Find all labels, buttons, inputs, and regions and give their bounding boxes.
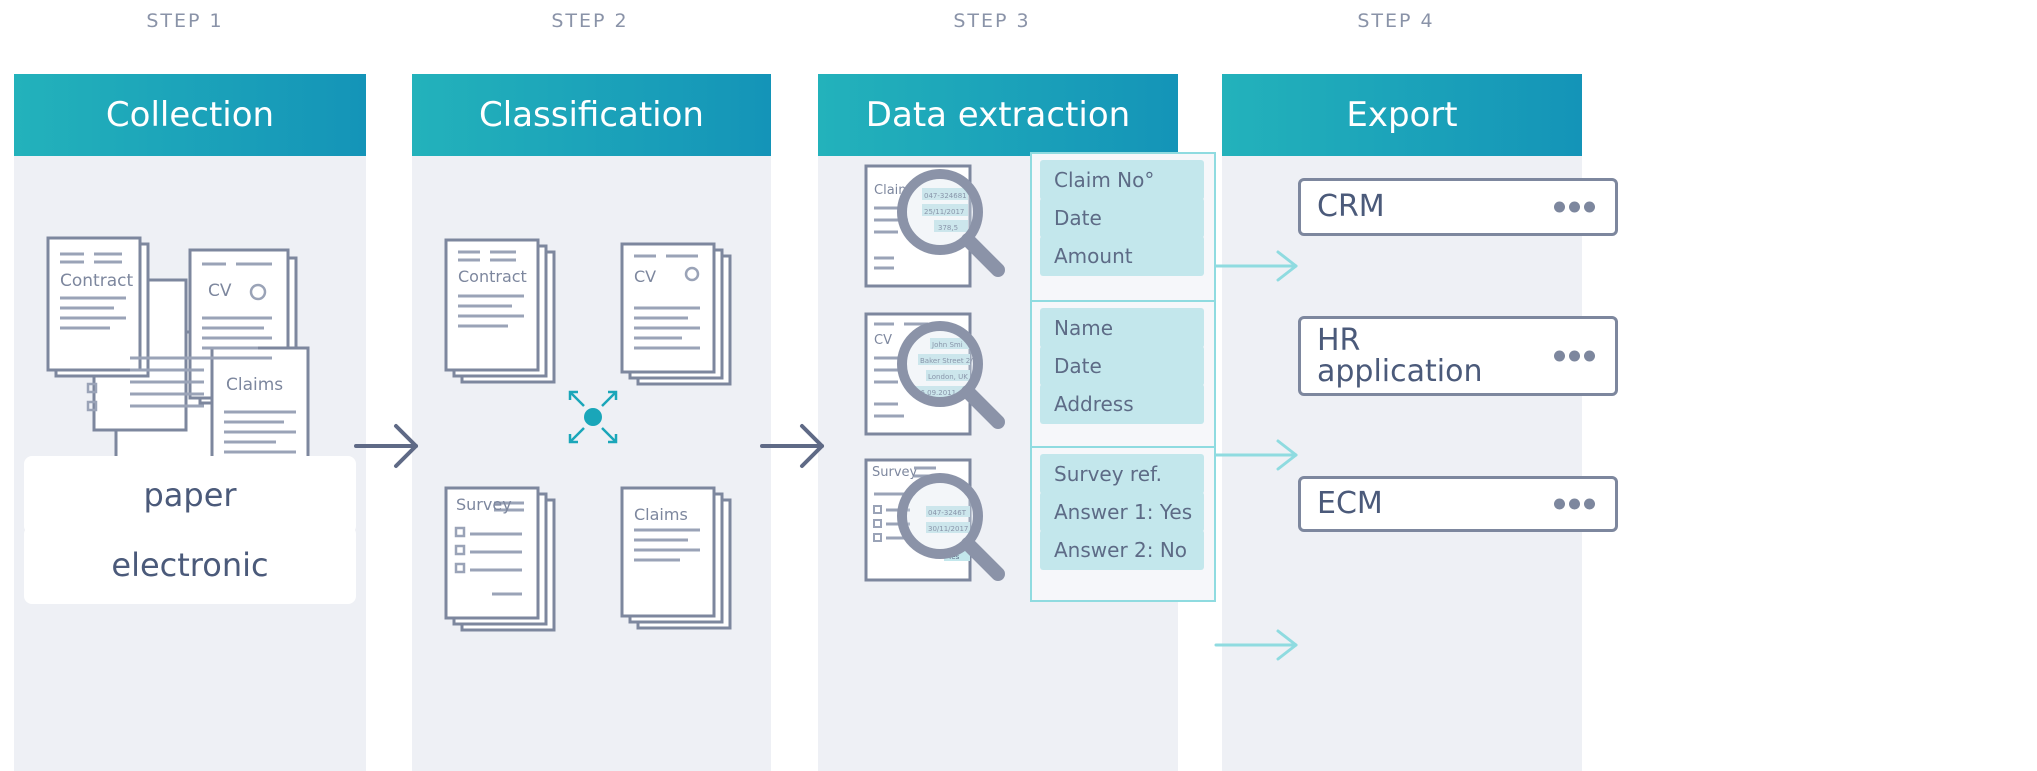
classify-arrows-icon	[568, 390, 618, 444]
export-header: Export	[1222, 74, 1582, 156]
classify-center-dot	[584, 408, 602, 426]
svg-text:378,5: 378,5	[938, 224, 958, 232]
export-crm-label: CRM	[1317, 189, 1385, 225]
svg-text:London, UK: London, UK	[928, 373, 968, 381]
classification-panel: Classification Contract CV	[412, 74, 771, 771]
step-4-label: STEP 4	[1357, 10, 1435, 32]
export-ecm-label: ECM	[1317, 486, 1383, 522]
step-1-label: STEP 1	[146, 10, 224, 32]
svg-text:25/11/2017: 25/11/2017	[924, 208, 964, 216]
field-claim-date: Date	[1040, 198, 1204, 238]
svg-text:30/11/2017: 30/11/2017	[928, 525, 968, 533]
export-target-crm: CRM	[1298, 178, 1618, 236]
svg-text:047-324681: 047-324681	[924, 192, 967, 200]
class-contract-label: Contract	[458, 267, 527, 286]
svg-text:Baker Street 2/4: Baker Street 2/4	[920, 357, 978, 365]
svg-text:06.09.2011: 06.09.2011	[916, 389, 956, 397]
source-paper: paper	[24, 456, 356, 534]
field-claim-no: Claim No°	[1040, 160, 1204, 200]
more-dots-icon	[1554, 201, 1595, 213]
export-panel: Export CRM HR application ECM	[1222, 74, 1618, 771]
classification-header: Classification	[412, 74, 771, 156]
step-2-label: STEP 2	[551, 10, 629, 32]
svg-text:John Smi: John Smi	[931, 341, 963, 349]
magnifier-icon-1	[897, 169, 1005, 277]
extract-survey-doc-label: Survey	[872, 465, 918, 480]
field-cv-address: Address	[1040, 384, 1204, 424]
extraction-documents: Claim 047-324681 25/11/2017 378,5 CV Joh…	[864, 164, 1005, 582]
more-dots-icon	[1554, 350, 1595, 362]
collection-claims-label: Claims	[226, 375, 283, 395]
export-target-ecm: ECM	[1298, 476, 1618, 532]
magnifier-icon-3	[897, 473, 1005, 581]
collection-cv-label: CV	[208, 281, 232, 301]
class-cv-label: CV	[634, 267, 656, 286]
extraction-panel: Data extraction Claim No° Date Amount Na…	[818, 74, 1216, 771]
more-dots-icon	[1554, 498, 1595, 510]
export-hr-line1: HR	[1317, 322, 1361, 358]
class-claims-label: Claims	[634, 505, 688, 524]
class-survey-label: Survey	[456, 495, 512, 514]
step-3-label: STEP 3	[953, 10, 1031, 32]
field-survey-answer-1: Answer 1: Yes	[1040, 492, 1204, 532]
classification-document-groups: Contract CV Survey Claims	[444, 238, 732, 632]
field-cv-name: Name	[1040, 308, 1204, 348]
export-hr-line2: application	[1317, 354, 1483, 389]
collection-panel: Collection	[14, 74, 366, 771]
field-cv-date: Date	[1040, 346, 1204, 386]
field-survey-ref: Survey ref.	[1040, 454, 1204, 494]
extract-cv-doc-label: CV	[874, 333, 892, 348]
svg-text:Yes: Yes	[947, 553, 960, 561]
field-survey-answer-2: Answer 2: No	[1040, 530, 1204, 570]
collection-header: Collection	[14, 74, 366, 156]
step-arrow-2	[760, 424, 824, 468]
extraction-header: Data extraction	[818, 74, 1178, 156]
svg-text:047-3246T: 047-3246T	[928, 509, 967, 517]
magnifier-icon-2	[897, 321, 1005, 429]
source-electronic: electronic	[24, 526, 356, 604]
export-target-hr: HR application	[1298, 316, 1618, 396]
collection-contract-label: Contract	[60, 271, 133, 291]
field-claim-amount: Amount	[1040, 236, 1204, 276]
